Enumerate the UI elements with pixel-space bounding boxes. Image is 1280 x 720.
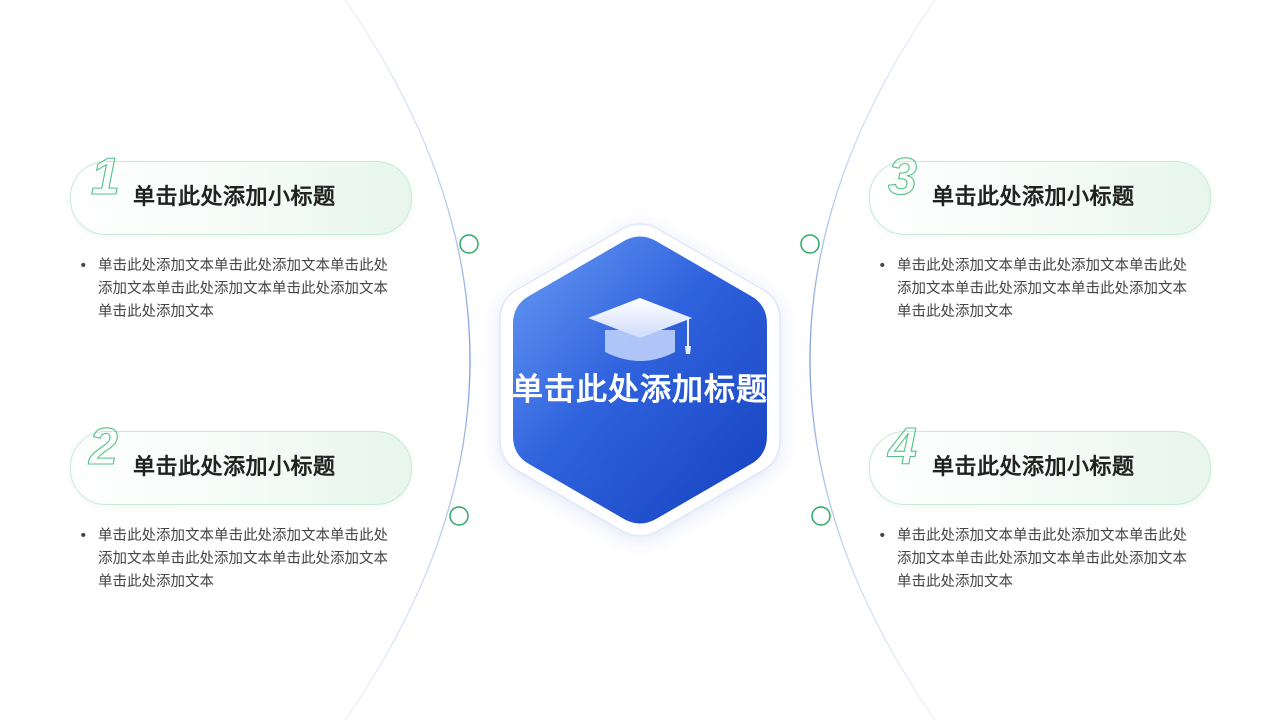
item-1-title-box[interactable]: 1 单击此处添加小标题	[70, 147, 412, 235]
bullet: •	[79, 528, 88, 544]
item-2-title: 单击此处添加小标题	[133, 455, 336, 480]
item-3-title-box[interactable]: 3 单击此处添加小标题	[869, 147, 1211, 235]
item-4: 4 单击此处添加小标题 • 单击此处添加文本单击此处添加文本单击此处添加文本单击此…	[869, 417, 1211, 594]
item-4-text: 单击此处添加文本单击此处添加文本单击此处添加文本单击此处添加文本单击此处添加文本…	[897, 528, 1187, 590]
item-3: 3 单击此处添加小标题 • 单击此处添加文本单击此处添加文本单击此处添加文本单击此…	[869, 147, 1211, 324]
graduation-cap-icon	[588, 298, 692, 361]
number-outline-1: 1	[90, 147, 120, 202]
connector-dot-1	[459, 234, 479, 254]
svg-text:1: 1	[91, 148, 120, 202]
center-title[interactable]: 单击此处添加标题	[512, 372, 768, 408]
left-arc	[344, 0, 471, 720]
connector-dot-2	[449, 506, 469, 526]
item-4-title-box[interactable]: 4 单击此处添加小标题	[869, 417, 1211, 505]
number-outline-3: 3	[887, 147, 917, 202]
item-1-title: 单击此处添加小标题	[133, 185, 336, 210]
item-1-text: 单击此处添加文本单击此处添加文本单击此处添加文本单击此处添加文本单击此处添加文本…	[98, 258, 388, 320]
right-arc	[809, 0, 936, 720]
bullet: •	[878, 528, 887, 544]
item-3-title: 单击此处添加小标题	[932, 185, 1135, 210]
item-2-title-box[interactable]: 2 单击此处添加小标题	[70, 417, 412, 505]
svg-text:3: 3	[888, 148, 917, 202]
item-2-text: 单击此处添加文本单击此处添加文本单击此处添加文本单击此处添加文本单击此处添加文本…	[98, 528, 388, 590]
bullet: •	[878, 258, 887, 274]
item-3-text: 单击此处添加文本单击此处添加文本单击此处添加文本单击此处添加文本单击此处添加文本…	[897, 258, 1187, 320]
item-2-description[interactable]: • 单击此处添加文本单击此处添加文本单击此处添加文本单击此处添加文本单击此处添加文…	[79, 525, 398, 594]
bullet: •	[79, 258, 88, 274]
item-1-description[interactable]: • 单击此处添加文本单击此处添加文本单击此处添加文本单击此处添加文本单击此处添加文…	[79, 255, 398, 324]
connector-dot-3	[800, 234, 820, 254]
number-outline-4: 4	[886, 417, 917, 472]
svg-text:4: 4	[887, 418, 917, 472]
center-hexagon	[513, 236, 767, 524]
item-4-title: 单击此处添加小标题	[932, 455, 1135, 480]
svg-text:2: 2	[88, 418, 118, 472]
item-3-description[interactable]: • 单击此处添加文本单击此处添加文本单击此处添加文本单击此处添加文本单击此处添加文…	[878, 255, 1197, 324]
number-outline-2: 2	[87, 417, 118, 472]
item-4-description[interactable]: • 单击此处添加文本单击此处添加文本单击此处添加文本单击此处添加文本单击此处添加文…	[878, 525, 1197, 594]
connector-dot-4	[811, 506, 831, 526]
item-2: 2 单击此处添加小标题 • 单击此处添加文本单击此处添加文本单击此处添加文本单击此…	[70, 417, 412, 594]
item-1: 1 单击此处添加小标题 • 单击此处添加文本单击此处添加文本单击此处添加文本单击此…	[70, 147, 412, 324]
